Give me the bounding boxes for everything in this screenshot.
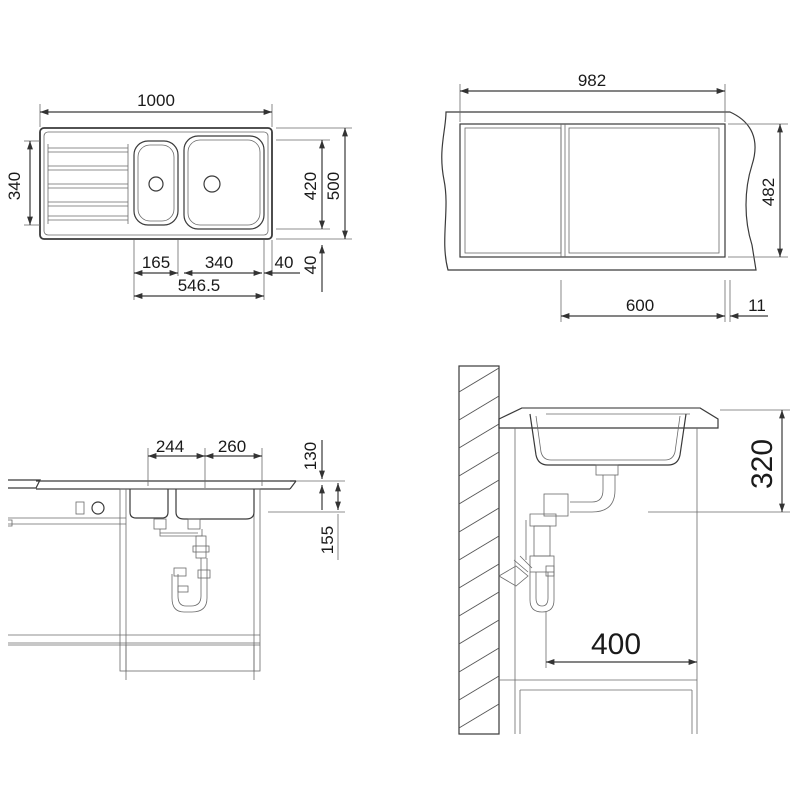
dim-cutout-width: 982	[578, 71, 606, 90]
small-bowl-front	[129, 489, 169, 519]
countertop-outline	[441, 111, 757, 271]
dim-bowl-depth: 340	[5, 172, 24, 200]
dim-overall-depth: 500	[324, 172, 343, 200]
dim-edge-offset-vertical: 40	[301, 256, 320, 275]
sink-bowl-side-inner	[535, 415, 681, 461]
main-bowl-inner	[187, 139, 261, 226]
wall-hatching	[458, 367, 500, 729]
small-bowl	[133, 140, 179, 226]
small-bowl-inner	[137, 144, 175, 222]
dim-main-bowl-width: 260	[218, 437, 246, 456]
dim-edge-offset: 40	[275, 253, 294, 272]
sink-outline	[39, 127, 273, 240]
sink-rim	[43, 131, 269, 236]
sink-bowl-side	[529, 413, 687, 466]
cutout-inner	[464, 127, 562, 254]
main-bowl-front	[175, 489, 255, 520]
dim-overall-width: 1000	[137, 91, 175, 110]
top-view: 1000 340 420 500 165 340 40 546.5 40	[5, 91, 352, 300]
cutout-inner-right	[568, 127, 720, 254]
tap-hole-right	[91, 501, 105, 515]
cabinet-front	[119, 488, 261, 672]
dim-bowl-width: 340	[205, 253, 233, 272]
dim-cabinet-width: 600	[626, 296, 654, 315]
main-bowl-drain	[203, 175, 221, 193]
siphon-front	[153, 518, 211, 613]
dim-bowl-inner-depth: 420	[301, 172, 320, 200]
cutout-view: 982 482 600 11	[441, 71, 788, 322]
small-bowl-drain	[148, 176, 164, 192]
dim-bowl-height: 130	[301, 442, 320, 470]
drainer-grooves	[47, 144, 129, 224]
dim-cutout-depth: 482	[759, 178, 778, 206]
wall-bracket	[8, 519, 13, 527]
dim-small-bowl-width: 244	[156, 437, 184, 456]
tap-hole-left	[75, 501, 85, 515]
dim-drain-position: 546.5	[178, 276, 221, 295]
dim-drainer-offset: 165	[142, 253, 170, 272]
main-bowl	[183, 135, 265, 230]
dim-install-depth: 320	[746, 439, 779, 489]
countertop-front	[8, 479, 41, 489]
cutout-frame	[459, 123, 726, 258]
siphon-side	[498, 464, 619, 613]
front-view: 244 260 130 155	[8, 437, 345, 680]
dim-drain-height: 155	[318, 526, 337, 554]
wall	[458, 365, 500, 735]
dim-drain-distance: 400	[591, 628, 641, 661]
side-view: 320 400	[458, 365, 790, 735]
dim-edge-margin: 11	[748, 296, 766, 315]
